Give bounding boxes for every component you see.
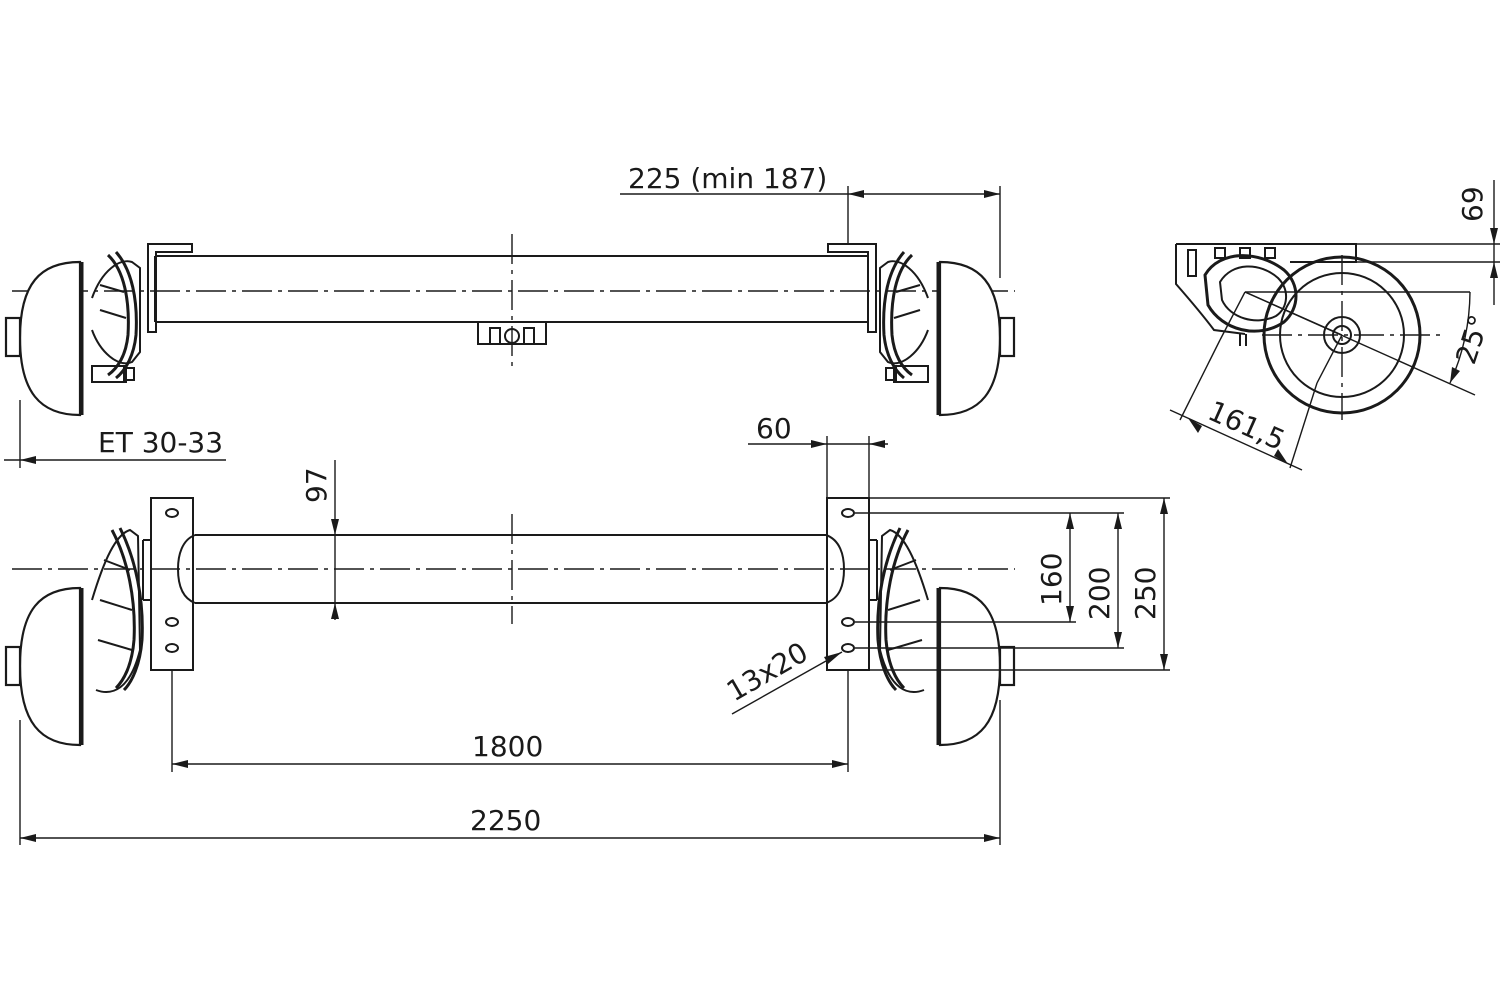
right-drum-top: [878, 250, 1016, 417]
dim-swing-angle: 25°: [1449, 311, 1496, 368]
side-view: [1175, 243, 1500, 420]
dim-arm-length: 161,5: [1203, 394, 1290, 457]
left-drum-top: [4, 250, 142, 417]
dim-overall-width: 2250: [470, 804, 541, 837]
dim-bracket-width: 60: [756, 412, 792, 445]
dim-bracket-height: 250: [1129, 567, 1162, 620]
dim-et-offset: ET 30-33: [98, 426, 223, 459]
dim-hole-spacing-200: 200: [1083, 567, 1116, 620]
dimension-labels: 225 (min 187) ET 30-33 60 97 160 200 250…: [98, 162, 1496, 837]
dim-bracket-to-axis: 97: [300, 467, 333, 503]
dim-hole-size: 13x20: [721, 636, 814, 708]
dim-hub-offset: 225 (min 187): [628, 162, 827, 195]
dim-bracket-span: 1800: [472, 730, 543, 763]
left-drum-front: [4, 526, 144, 747]
right-drum-front: [876, 526, 1016, 747]
dim-hole-spacing-160: 160: [1035, 553, 1068, 606]
dim-side-height: 69: [1456, 186, 1489, 222]
dimension-lines: [4, 180, 1498, 845]
top-view: [4, 234, 1016, 417]
